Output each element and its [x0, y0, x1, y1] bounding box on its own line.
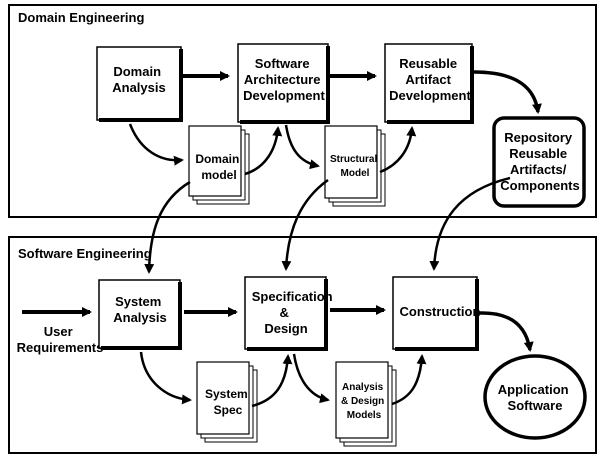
specification-design-label-line3: Design	[264, 321, 307, 336]
software-architecture-box: Software Architecture Development	[237, 43, 330, 124]
svg-text:System Analysis: System Analysis	[113, 294, 166, 325]
user-requirements-label-line2: Requirements	[17, 340, 104, 355]
svg-text:System Spec: System Spec	[205, 387, 251, 417]
specification-design-label-line1: Specification	[252, 289, 333, 304]
arrow-domain-model-to-system-analysis	[144, 180, 191, 274]
software-engineering-title: Software Engineering	[18, 246, 152, 261]
svg-text:Domain model: Domain model	[195, 152, 242, 182]
svg-text:Analysis & Design: Analysis & Design Models	[341, 382, 387, 421]
specification-design-box: Specification & Design	[244, 276, 337, 351]
arrow-construction-to-application	[478, 311, 534, 352]
domain-analysis-label-line2: Analysis	[112, 80, 165, 95]
domain-model-label-line2: model	[201, 168, 236, 182]
software-architecture-label-line3: Development	[243, 88, 325, 103]
arrow-models-to-construction	[391, 354, 427, 406]
analysis-design-label-line2: & Design	[341, 396, 384, 407]
reusable-artifact-box: Reusable Artifact Development	[384, 43, 474, 124]
arrow-architecture-to-structural	[284, 124, 320, 170]
structural-model-document: Structural Model	[324, 125, 386, 207]
arrow-repository-to-construction	[429, 176, 511, 271]
software-architecture-label-line1: Software	[255, 56, 310, 71]
reusable-artifact-label-line1: Reusable	[399, 56, 457, 71]
system-spec-label-line2: Spec	[214, 403, 243, 417]
structural-model-label-line2: Model	[341, 168, 370, 179]
system-analysis-label-line1: System	[115, 294, 161, 309]
svg-text:User Requirements: User Requirements	[17, 324, 104, 355]
domain-model-label-line1: Domain	[195, 152, 239, 166]
software-architecture-label-line2: Architecture	[244, 72, 321, 87]
construction-label: Construction	[400, 304, 481, 319]
user-requirements-label-line1: User	[44, 324, 73, 339]
repository-label-line3: Artifacts/	[510, 162, 567, 177]
arrow-structural-to-specification	[281, 178, 329, 271]
reusable-artifact-label-line3: Development	[389, 88, 471, 103]
arrow-model-to-architecture	[244, 126, 283, 176]
svg-text:Domain Analysis: Domain Analysis	[112, 64, 165, 95]
repository-label-line1: Repository	[504, 130, 573, 145]
domain-engineering-title: Domain Engineering	[18, 10, 144, 25]
arrow-system-analysis-to-spec	[139, 351, 192, 405]
arrows	[22, 70, 542, 408]
reusable-artifact-label-line2: Artifact	[405, 72, 451, 87]
arrow-domain-analysis-to-model	[128, 123, 184, 166]
arrow-structural-to-reusable	[379, 126, 417, 174]
domain-analysis-box: Domain Analysis	[96, 46, 183, 122]
svg-text:Specification & De: Specification & Design	[252, 289, 337, 336]
svg-text:Structural Model: Structural Model	[330, 154, 380, 179]
analysis-design-models-document: Analysis & Design Models	[335, 361, 397, 447]
specification-design-label-line2: &	[279, 305, 288, 320]
application-software-label-line1: Application	[498, 382, 569, 397]
arrow-reusable-to-repository	[473, 70, 542, 114]
repository-box: Repository Reusable Artifacts/ Component…	[492, 116, 586, 208]
application-software-label-line2: Software	[508, 398, 563, 413]
system-spec-document: System Spec	[196, 361, 258, 443]
svg-text:Software Architecture: Software Architecture Development	[243, 56, 325, 103]
structural-model-label-line1: Structural	[330, 154, 377, 165]
svg-text:Application Software: Application Software	[498, 382, 572, 413]
system-analysis-box: System Analysis	[98, 279, 182, 350]
repository-label-line2: Reusable	[509, 146, 567, 161]
arrow-spec-to-specification	[251, 354, 293, 408]
analysis-design-label-line1: Analysis	[342, 382, 384, 393]
domain-analysis-label-line1: Domain	[113, 64, 161, 79]
application-software-ellipse: Application Software	[483, 354, 587, 440]
analysis-design-label-line3: Models	[347, 410, 382, 421]
construction-box: Construction	[392, 276, 481, 351]
arrow-specification-to-models	[292, 353, 330, 404]
system-spec-label-line1: System	[205, 387, 248, 401]
domain-model-document: Domain model	[188, 125, 250, 205]
repository-label-line4: Components	[500, 178, 579, 193]
system-analysis-label-line2: Analysis	[113, 310, 166, 325]
svg-text:Repository Reusable: Repository Reusable Artifacts/ Component…	[500, 130, 579, 193]
svg-text:Reusable Artifact: Reusable Artifact Development	[389, 56, 471, 103]
